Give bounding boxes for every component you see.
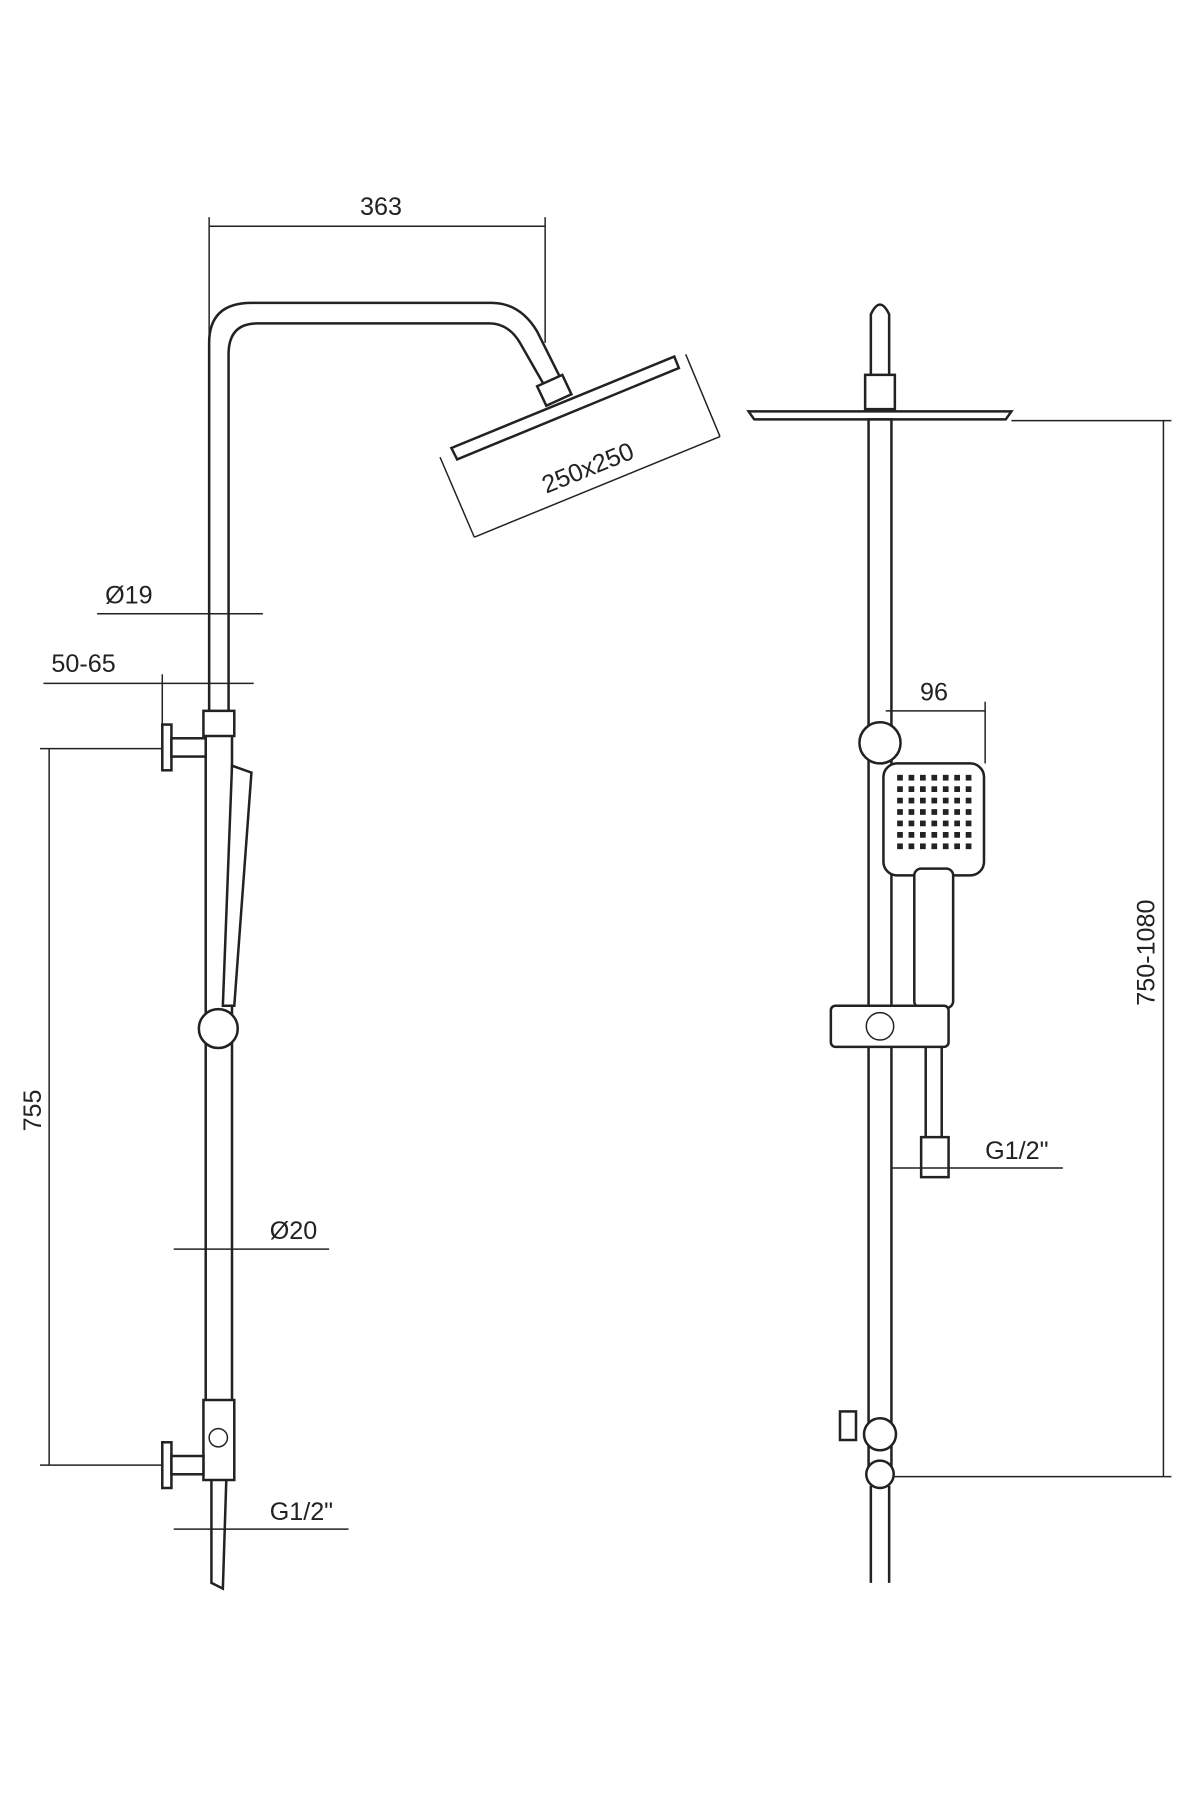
nozzle — [920, 832, 926, 838]
nozzle — [954, 843, 960, 850]
nozzle — [908, 832, 915, 838]
nozzle — [920, 843, 926, 850]
nozzle — [908, 843, 915, 850]
nozzle — [965, 797, 972, 804]
nozzle — [942, 797, 949, 804]
nozzle — [897, 809, 903, 815]
dim-wall-offset: 50-65 — [51, 650, 115, 678]
nozzle — [954, 832, 960, 838]
front-view: 96 750-1080 G1/2" — [746, 303, 1172, 1583]
nozzle — [908, 774, 915, 781]
dim-arm-reach: 363 — [360, 193, 402, 221]
nozzle — [897, 820, 903, 827]
nozzle — [931, 820, 938, 827]
nozzle — [931, 809, 938, 815]
nozzle — [931, 774, 938, 781]
nozzle — [931, 797, 938, 804]
nozzle — [954, 786, 960, 792]
nozzle — [908, 820, 915, 827]
nozzle — [897, 832, 903, 838]
dim-hand-shower-width: 96 — [920, 679, 948, 707]
spray-nozzles — [897, 774, 972, 850]
dim-upper-diameter: Ø19 — [105, 581, 152, 609]
nozzle — [897, 774, 903, 781]
dim-height-range: 750-1080 — [1132, 900, 1160, 1006]
nozzle — [920, 820, 926, 827]
nozzle — [897, 786, 903, 792]
nozzle — [942, 786, 949, 792]
nozzle — [965, 843, 972, 850]
nozzle — [897, 843, 903, 850]
nozzle — [942, 843, 949, 850]
dim-inlet-right: G1/2" — [985, 1137, 1048, 1165]
dim-inlet-left: G1/2" — [270, 1498, 333, 1526]
nozzle — [954, 820, 960, 827]
nozzle — [954, 809, 960, 815]
nozzle — [965, 786, 972, 792]
nozzle — [965, 820, 972, 827]
nozzle — [954, 797, 960, 804]
nozzle — [942, 774, 949, 781]
nozzle — [942, 809, 949, 815]
nozzle — [908, 797, 915, 804]
nozzle — [908, 809, 915, 815]
nozzle — [965, 774, 972, 781]
dim-bracket-spacing: 755 — [19, 1090, 47, 1132]
side-view: 363 250x250 Ø19 50-65 755 Ø20 G1/2" — [19, 193, 721, 1591]
nozzle — [920, 797, 926, 804]
nozzle — [920, 786, 926, 792]
nozzle — [931, 843, 938, 850]
nozzle — [965, 809, 972, 815]
nozzle — [954, 774, 960, 781]
nozzle — [965, 832, 972, 838]
nozzle — [908, 786, 915, 792]
nozzle — [920, 774, 926, 781]
nozzle — [920, 809, 926, 815]
nozzle — [931, 832, 938, 838]
nozzle — [942, 832, 949, 838]
dim-lower-diameter: Ø20 — [270, 1217, 318, 1245]
nozzle — [942, 820, 949, 827]
nozzle — [897, 797, 903, 804]
nozzle — [931, 786, 938, 792]
